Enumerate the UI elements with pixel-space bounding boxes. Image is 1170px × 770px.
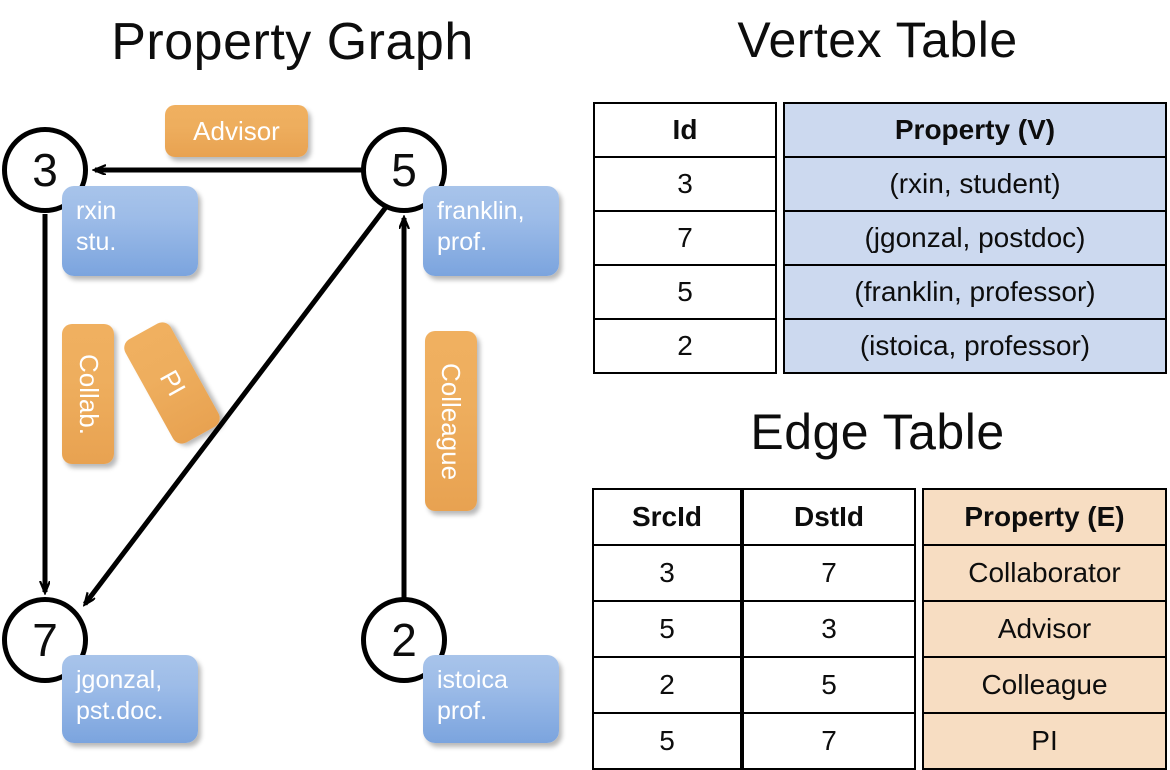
table-row[interactable]: (istoica, professor) [783,318,1167,374]
edge-table-cell-srcid: 3 [592,544,742,602]
table-row[interactable]: 2 [592,656,742,714]
table-header-row: Property (V) [783,102,1167,158]
vertex-table-cell-id: 2 [593,318,777,374]
edge-table-header-srcid: SrcId [592,488,742,546]
edge-table-cell-property: Advisor [922,600,1167,658]
table-row[interactable]: (rxin, student) [783,156,1167,212]
table-row[interactable]: 3 [593,156,777,212]
graph-node-5-label: 5 [391,144,417,196]
edge-label-collab-text: Collab. [73,353,104,435]
edge-table-header-dstid: DstId [742,488,916,546]
table-row[interactable]: 5 [592,712,742,770]
table-row[interactable]: PI [922,712,1167,770]
table-row[interactable]: Collaborator [922,544,1167,602]
table-row[interactable]: 2 [593,318,777,374]
table-row[interactable]: 5 [742,656,916,714]
vertex-property-3-name: rxin [76,197,117,225]
vertex-property-5-role: prof. [437,228,488,256]
table-row[interactable]: 3 [592,544,742,602]
graph-node-5[interactable]: 5 [361,127,447,213]
vertex-property-box-5: franklin, prof. [423,186,559,276]
table-row[interactable]: 7 [593,210,777,266]
table-row[interactable]: 5 [592,600,742,658]
edge-table-cell-property: Collaborator [922,544,1167,602]
graph-node-7-label: 7 [32,614,58,666]
property-graph-diagram: 3 5 7 2 rxin stu. franklin, prof. jgonza… [0,0,585,760]
vertex-table-cell-property: (jgonzal, postdoc) [783,210,1167,266]
vertex-property-box-3: rxin stu. [62,186,198,276]
vertex-table-cell-id: 5 [593,264,777,320]
edge-table-cell-dstid: 3 [742,600,916,658]
edge-label-colleague-text: Colleague [436,362,467,480]
vertex-table-header-property: Property (V) [783,102,1167,158]
table-row[interactable]: (franklin, professor) [783,264,1167,320]
edge-label-colleague: Colleague [425,331,477,511]
vertex-property-2-role: prof. [437,697,488,725]
vertex-table-cell-id: 7 [593,210,777,266]
vertex-table-header-id: Id [593,102,777,158]
vertex-property-7-name: jgonzal, [76,666,163,694]
table-row[interactable]: 7 [742,544,916,602]
vertex-table-cell-property: (rxin, student) [783,156,1167,212]
edge-table-cell-dstid: 5 [742,656,916,714]
vertex-property-2-name: istoica [437,666,508,694]
edge-table-cell-property: PI [922,712,1167,770]
edge-label-pi-text: PI [153,364,192,401]
vertex-property-7-role: pst.doc. [76,697,164,725]
vertex-table-cell-id: 3 [593,156,777,212]
table-row[interactable]: 7 [742,712,916,770]
page-title-vertex-table: Vertex Table [737,12,1018,68]
edge-5-to-7-pi [85,205,388,604]
edge-table-cell-srcid: 2 [592,656,742,714]
table-header-row: Property (E) [922,488,1167,546]
edge-table-cell-dstid: 7 [742,712,916,770]
page-title-property-graph: Property Graph [111,13,474,71]
edge-label-advisor: Advisor [165,105,308,157]
vertex-property-box-7: jgonzal, pst.doc. [62,655,198,743]
vertex-table-cell-property: (istoica, professor) [783,318,1167,374]
edge-table-cell-srcid: 5 [592,600,742,658]
vertex-table-cell-property: (franklin, professor) [783,264,1167,320]
table-row[interactable]: (jgonzal, postdoc) [783,210,1167,266]
edge-table-cell-srcid: 5 [592,712,742,770]
table-row[interactable]: 3 [742,600,916,658]
table-header-row: DstId [742,488,916,546]
table-header-row: Id [593,102,777,158]
vertex-property-box-2: istoica prof. [423,655,559,743]
table-header-row: SrcId [592,488,742,546]
page-title-edge-table: Edge Table [750,404,1005,460]
edge-label-collab: Collab. [62,324,114,464]
edge-table-srcid-column: SrcId 3 5 2 5 [592,488,742,770]
edge-table-cell-dstid: 7 [742,544,916,602]
graph-node-2[interactable]: 2 [361,597,447,683]
table-row[interactable]: 5 [593,264,777,320]
graph-node-2-label: 2 [391,614,417,666]
graph-node-3-label: 3 [32,144,58,196]
edge-table-cell-property: Colleague [922,656,1167,714]
edge-table-dstid-column: DstId 7 3 5 7 [742,488,916,770]
vertex-table-property-column: Property (V) (rxin, student) (jgonzal, p… [783,102,1167,374]
vertex-property-3-role: stu. [76,228,117,256]
table-row[interactable]: Advisor [922,600,1167,658]
vertex-property-5-name: franklin, [437,197,525,225]
edge-table-property-column: Property (E) Collaborator Advisor Collea… [922,488,1167,770]
edge-table-header-property: Property (E) [922,488,1167,546]
edge-label-advisor-text: Advisor [193,115,280,146]
vertex-table-id-column: Id 3 7 5 2 [593,102,777,374]
graph-edges-svg [0,0,585,760]
table-row[interactable]: Colleague [922,656,1167,714]
